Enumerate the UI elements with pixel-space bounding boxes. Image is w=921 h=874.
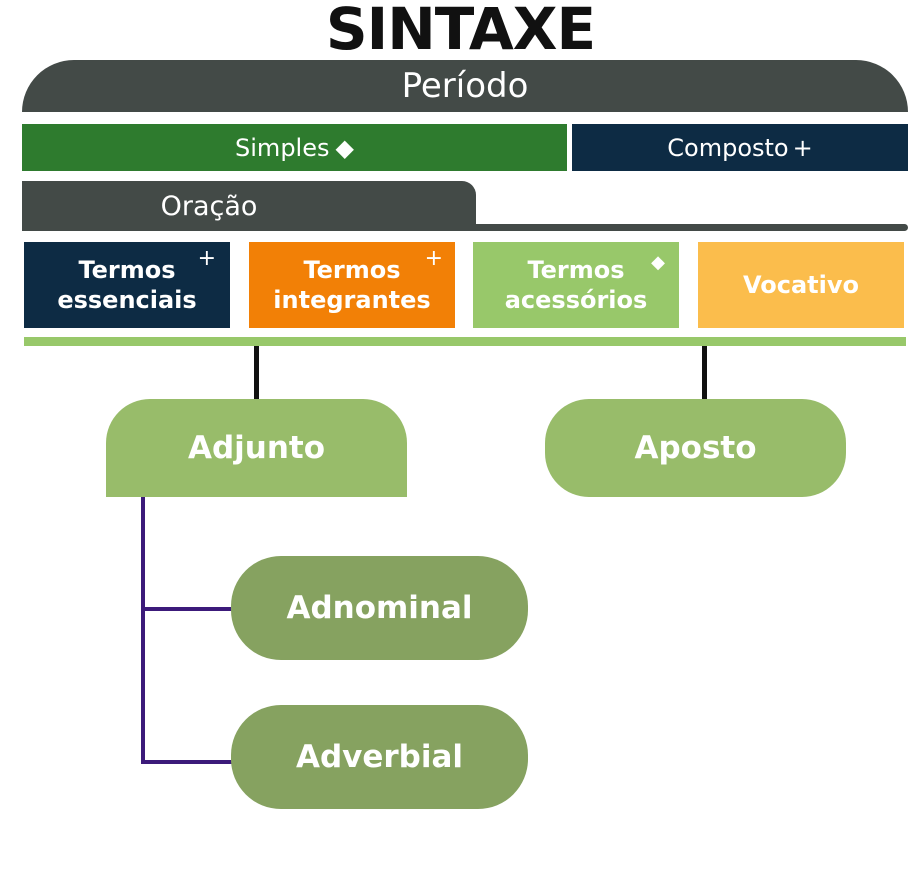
adjunto-branch-adverbial <box>141 760 233 764</box>
aposto-node: Aposto <box>545 399 846 497</box>
oracao-underline <box>470 224 908 231</box>
plus-icon: + <box>424 246 443 271</box>
periodo-header: Período <box>22 60 908 112</box>
adjunto-branch-adnominal <box>141 607 233 611</box>
periodo-label: Período <box>401 66 529 106</box>
vocativo-box: Vocativo <box>698 242 904 328</box>
oracao-label: Oração <box>160 190 258 222</box>
termos-integrantes-label: Termos integrantes <box>273 256 431 314</box>
adjunto-label: Adjunto <box>187 430 326 466</box>
composto-label: Composto <box>667 133 789 162</box>
adjunto-branch-vertical <box>141 497 145 764</box>
aposto-label: Aposto <box>634 430 757 466</box>
plus-icon: + <box>197 246 216 271</box>
connector-aposto <box>702 346 707 400</box>
simples-label: Simples <box>235 133 330 162</box>
plus-icon: + <box>792 133 813 162</box>
diagram-title: SINTAXE <box>325 0 596 63</box>
diamond-icon: ◆ <box>335 133 354 162</box>
composto-box: Composto + <box>572 124 908 171</box>
termos-essenciais-box: Termos essenciais + <box>24 242 230 328</box>
adnominal-node: Adnominal <box>231 556 528 660</box>
diamond-icon: ◆ <box>651 252 665 273</box>
termos-integrantes-box: Termos integrantes + <box>249 242 455 328</box>
adverbial-label: Adverbial <box>295 739 464 775</box>
termos-acessorios-label: Termos acessórios <box>504 256 648 314</box>
oracao-tab: Oração <box>22 181 476 231</box>
termos-divider <box>24 337 906 346</box>
adverbial-node: Adverbial <box>231 705 528 809</box>
termos-acessorios-box: Termos acessórios ◆ <box>473 242 679 328</box>
termos-essenciais-label: Termos essenciais <box>57 256 197 314</box>
adnominal-label: Adnominal <box>286 590 473 626</box>
adjunto-node: Adjunto <box>106 399 407 497</box>
vocativo-label: Vocativo <box>742 271 859 299</box>
simples-box: Simples ◆ <box>22 124 567 171</box>
connector-adjunto <box>254 346 259 400</box>
